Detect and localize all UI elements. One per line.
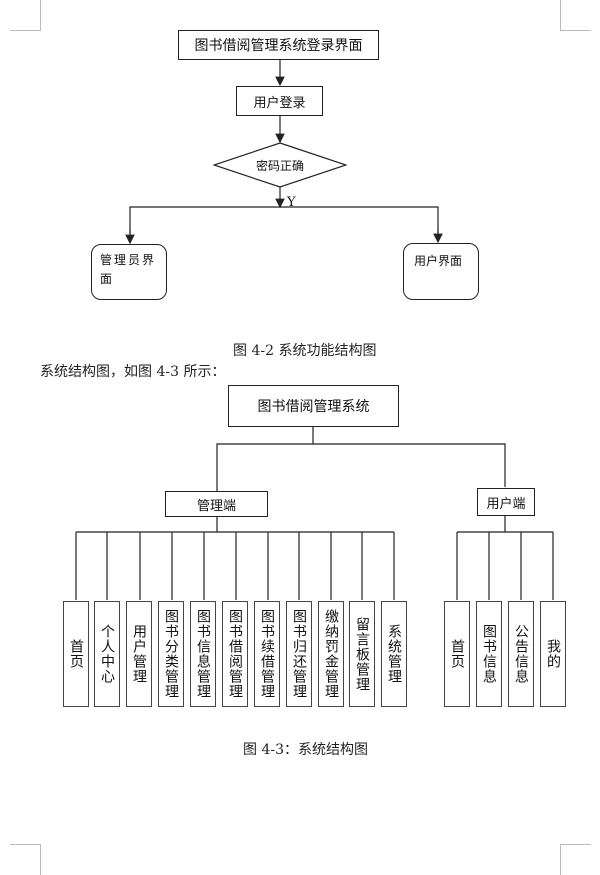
user-module-mine: 我的: [540, 601, 566, 707]
admin-module-profile: 个人中心: [94, 601, 120, 707]
admin-module-label: 首页: [68, 639, 84, 669]
crop-mark-top-left: [10, 0, 41, 31]
password-check-node: 密码正确: [213, 142, 347, 188]
system-root-label: 图书借阅管理系统: [257, 399, 370, 415]
admin-module-book-info: 图书信息管理: [190, 601, 216, 707]
user-page-label: 用户界面: [414, 254, 463, 268]
user-module-label: 公告信息: [513, 624, 529, 684]
user-page-node: 用户界面: [403, 243, 479, 300]
crop-mark-bottom-left: [10, 844, 41, 875]
user-login-node: 用户登录: [236, 86, 323, 116]
intro-text: 系统结构图，如图 4-3 所示：: [40, 364, 226, 380]
admin-module-system-management: 系统管理: [381, 601, 407, 707]
admin-module-message-board: 留言板管理: [349, 601, 375, 707]
admin-module-book-borrow: 图书借阅管理: [222, 601, 248, 707]
admin-module-book-renew: 图书续借管理: [254, 601, 280, 707]
admin-page-node: 管理员界面: [91, 244, 167, 300]
login-page-label: 图书借阅管理系统登录界面: [194, 38, 363, 54]
user-module-book-info: 图书信息: [476, 601, 502, 707]
admin-module-label: 图书借阅管理: [227, 609, 243, 699]
decision-diamond-shape: [213, 142, 347, 188]
admin-end-label: 管理端: [196, 498, 236, 514]
admin-module-book-return: 图书归还管理: [286, 601, 312, 707]
user-module-home: 首页: [444, 601, 470, 707]
admin-module-book-category: 图书分类管理: [158, 601, 184, 707]
admin-module-label: 图书分类管理: [163, 609, 179, 699]
crop-mark-bottom-right: [560, 844, 591, 875]
yes-label: Y: [287, 195, 296, 210]
admin-module-home: 首页: [63, 601, 89, 707]
user-end-label: 用户端: [486, 496, 526, 512]
admin-module-label: 图书续借管理: [259, 609, 275, 699]
admin-module-label: 系统管理: [386, 624, 402, 684]
admin-module-user-management: 用户管理: [126, 601, 152, 707]
admin-module-label: 用户管理: [131, 624, 147, 684]
user-module-label: 首页: [449, 639, 465, 669]
user-module-announcements: 公告信息: [508, 601, 534, 707]
admin-page-label: 管理员界面: [100, 253, 157, 286]
crop-mark-top-right: [560, 0, 591, 31]
password-check-label: 密码正确: [255, 158, 304, 173]
admin-module-label: 图书归还管理: [291, 609, 307, 699]
login-page-node: 图书借阅管理系统登录界面: [178, 30, 379, 60]
admin-module-label: 缴纳罚金管理: [323, 609, 339, 699]
admin-module-fine-payment: 缴纳罚金管理: [318, 601, 344, 707]
system-root-node: 图书借阅管理系统: [228, 385, 399, 427]
figure-caption-4-2: 图 4-2 系统功能结构图: [233, 343, 377, 359]
admin-module-label: 个人中心: [99, 624, 115, 684]
figure-caption-4-3: 图 4-3：系统结构图: [243, 742, 368, 758]
user-login-label: 用户登录: [253, 95, 306, 111]
admin-module-label: 图书信息管理: [195, 609, 211, 699]
admin-end-node: 管理端: [165, 491, 268, 517]
user-module-label: 我的: [545, 639, 561, 669]
user-module-label: 图书信息: [481, 624, 497, 684]
user-end-node: 用户端: [477, 488, 535, 516]
admin-module-label: 留言板管理: [354, 616, 370, 692]
